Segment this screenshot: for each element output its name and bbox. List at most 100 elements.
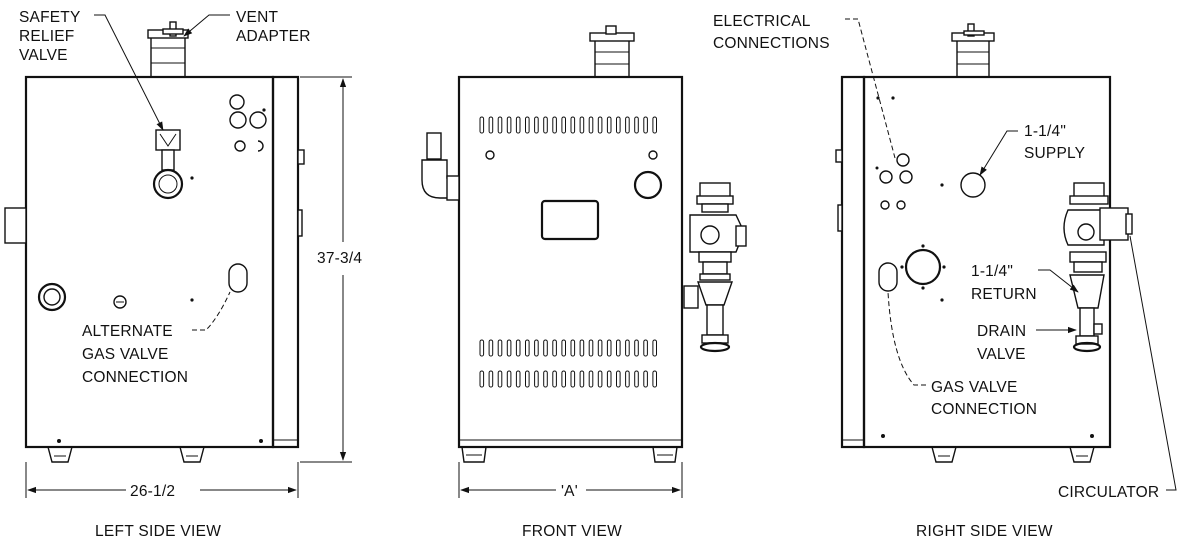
louver-slot <box>652 116 658 134</box>
louver-slot <box>525 116 530 134</box>
front-cabinet <box>457 75 684 449</box>
louver-slot <box>534 370 539 388</box>
louver-slot <box>606 116 612 134</box>
louver-slot <box>643 370 648 388</box>
louver-slot <box>515 370 521 388</box>
louver-slot <box>634 116 639 134</box>
return-label: 1-1/4" RETURN <box>971 263 1037 303</box>
supply-port <box>960 172 986 198</box>
louver-slot <box>597 116 603 134</box>
louver-slot <box>497 116 503 134</box>
right-side-view: ELECTRICAL CONNECTIONS 1-1/4" SUPPLY 1-1… <box>713 13 1177 540</box>
louver-slot <box>525 370 530 388</box>
louver-slot <box>515 116 521 134</box>
front-relief-valve-elbow <box>421 132 460 201</box>
louver-slot <box>625 370 630 388</box>
right-piping-assembly <box>1063 182 1133 353</box>
drain-valve-label: DRAIN VALVE <box>977 323 1031 363</box>
louver-slot <box>652 370 658 388</box>
front-sight-window <box>540 199 600 241</box>
louver-slot <box>515 339 521 357</box>
louver-slot <box>597 370 603 388</box>
right-electrical-ports <box>875 96 944 210</box>
louver-slot <box>625 339 630 357</box>
alternate-gas-valve-port <box>228 263 248 293</box>
front-width-dimension: 'A' <box>561 483 578 500</box>
right-side-view-caption: RIGHT SIDE VIEW <box>916 523 1053 540</box>
supply-label: 1-1/4" SUPPLY <box>1024 123 1085 162</box>
front-piping-assembly <box>683 182 747 353</box>
louver-slot <box>597 339 603 357</box>
louver-slot <box>652 339 658 357</box>
louver-slot <box>561 370 567 388</box>
louver-slot <box>634 339 639 357</box>
front-vent-adapter <box>589 25 635 78</box>
electrical-connections-label: ELECTRICAL CONNECTIONS <box>713 13 830 52</box>
front-view: 'A' FRONT VIEW <box>421 25 747 540</box>
louver-slot <box>488 370 494 388</box>
louver-slot <box>552 339 557 357</box>
left-cabinet <box>24 75 275 449</box>
right-foot-1 <box>931 446 957 463</box>
louver-slot <box>616 370 621 388</box>
louver-slot <box>579 370 585 388</box>
louver-slot <box>606 339 612 357</box>
left-foot-2 <box>179 446 205 463</box>
louver-slot <box>525 339 530 357</box>
safety-relief-valve-drawing <box>152 129 184 200</box>
gas-valve-port <box>878 262 898 292</box>
circulator-motor <box>1099 207 1129 241</box>
louver-slot <box>543 370 548 388</box>
louver-slot <box>479 116 485 134</box>
front-foot-2 <box>652 446 678 463</box>
left-height-dimension: 37-3/4 <box>317 250 362 267</box>
left-side-view: 37-3/4 26-1/2 SAFETY RELIEF VALVE VENT A… <box>4 9 362 540</box>
alternate-gas-valve-label: ALTERNATE GAS VALVE CONNECTION <box>82 323 188 386</box>
front-bottom-louvers <box>479 339 658 388</box>
louver-slot <box>570 339 576 357</box>
louver-slot <box>543 116 548 134</box>
right-vent-adapter <box>951 23 995 78</box>
right-foot-2 <box>1069 446 1095 463</box>
louver-slot <box>643 116 648 134</box>
right-cabinet-side-panel <box>840 75 866 449</box>
louver-slot <box>497 370 503 388</box>
louver-slot <box>588 370 594 388</box>
right-blower-port <box>900 244 946 290</box>
left-width-dimension: 26-1/2 <box>130 483 175 500</box>
right-cabinet <box>862 75 1112 449</box>
left-side-view-caption: LEFT SIDE VIEW <box>95 523 221 540</box>
louver-slot <box>616 339 621 357</box>
front-view-caption: FRONT VIEW <box>522 523 622 540</box>
louver-slot <box>543 339 548 357</box>
louver-slot <box>552 370 557 388</box>
louver-slot <box>588 339 594 357</box>
gas-valve-connection-label: GAS VALVE CONNECTION <box>931 379 1037 418</box>
louver-slot <box>479 339 485 357</box>
louver-slot <box>561 339 567 357</box>
louver-slot <box>534 339 539 357</box>
louver-slot <box>479 370 485 388</box>
front-top-louvers <box>479 116 658 134</box>
louver-slot <box>588 116 594 134</box>
left-vent-adapter <box>147 21 189 78</box>
left-cabinet-side-panel <box>271 75 300 449</box>
left-foot-1 <box>47 446 73 463</box>
louver-slot <box>506 339 512 357</box>
vent-adapter-label: VENT ADAPTER <box>236 9 311 45</box>
louver-slot <box>534 116 539 134</box>
louver-slot <box>625 116 630 134</box>
louver-slot <box>579 116 585 134</box>
louver-slot <box>634 370 639 388</box>
front-foot-1 <box>461 446 487 463</box>
louver-slot <box>616 116 621 134</box>
louver-slot <box>606 370 612 388</box>
left-connection-ports <box>190 94 267 180</box>
circulator-label: CIRCULATOR <box>1058 484 1159 501</box>
louver-slot <box>488 116 494 134</box>
louver-slot <box>570 370 576 388</box>
louver-slot <box>552 116 557 134</box>
left-side-pipe-stub <box>4 207 27 244</box>
safety-relief-valve-label: SAFETY RELIEF VALVE <box>19 9 85 64</box>
